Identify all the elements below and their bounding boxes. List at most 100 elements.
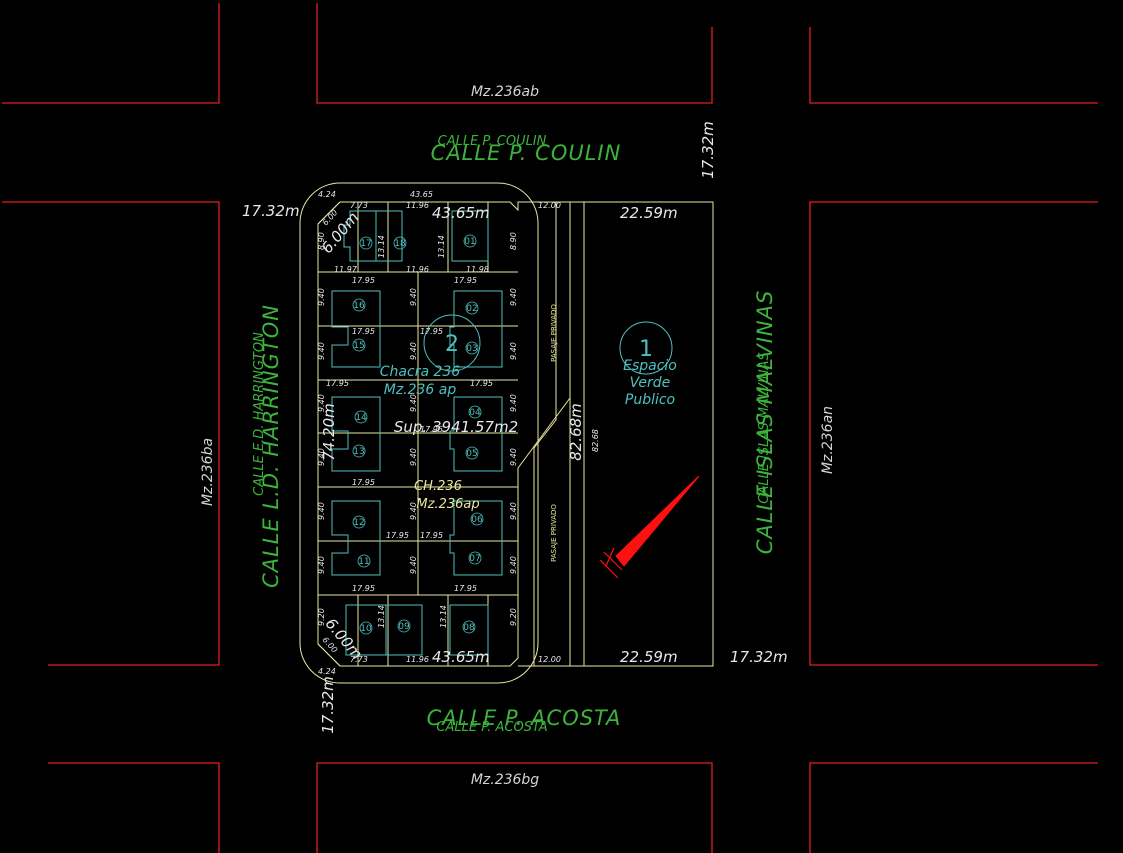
lot-marker-16 xyxy=(352,298,366,312)
dim-sw-vertical: 17.32m xyxy=(319,676,337,734)
sdim-row1-1198: 11.98 xyxy=(466,265,489,274)
lot-number-09: 09 xyxy=(398,622,410,632)
sdim-top-total: 43.65 xyxy=(410,190,433,199)
lot-number-11: 11 xyxy=(358,557,369,567)
block-outline-se xyxy=(809,762,1098,853)
dim-bottom-length: 43.65m xyxy=(432,648,490,666)
footprint-row7-c xyxy=(449,604,489,656)
street-west-small-label: CALLE E.D. HARRINGTON xyxy=(252,332,267,496)
lot-number-06: 06 xyxy=(471,515,483,525)
lot-number-10: 10 xyxy=(360,624,372,634)
sdim-v-940-l2: 9.40 xyxy=(317,342,326,360)
sdim-row5-m: 17.95 xyxy=(420,425,443,434)
footprint-r3 xyxy=(449,500,503,576)
lot-number-12: 12 xyxy=(353,518,364,528)
sdim-v-940-l5: 9.40 xyxy=(317,502,326,520)
sdim-v-920-l: 9.20 xyxy=(317,608,326,626)
sdim-v-940-m2: 9.40 xyxy=(409,342,418,360)
lot-marker-02 xyxy=(465,301,479,315)
footprint-l1 xyxy=(331,290,381,368)
sdim-v-1314-c: 13.14 xyxy=(377,605,386,628)
lot-number-15: 15 xyxy=(353,341,364,351)
sdim-v-890-r: 8.90 xyxy=(509,232,518,250)
sdim-top-1196a: 11.96 xyxy=(406,201,429,210)
footprint-l2 xyxy=(331,396,381,472)
lot-2-circle xyxy=(423,314,481,372)
sdim-v-940-l4: 9.40 xyxy=(317,448,326,466)
block-label-east: Mz.236an xyxy=(820,406,836,474)
footprint-r2 xyxy=(449,396,503,472)
dim-nw-top: 17.32m xyxy=(242,202,300,220)
lot-marker-13 xyxy=(352,444,366,458)
lot-marker-03 xyxy=(465,341,479,355)
footprint-l3 xyxy=(331,500,381,576)
lot-number-16: 16 xyxy=(353,301,365,311)
sdim-row8-r: 17.95 xyxy=(454,584,477,593)
lot-green-number: 1 xyxy=(639,337,653,362)
sdim-v-940-m3: 9.40 xyxy=(409,394,418,412)
sdim-v-940-m5: 9.40 xyxy=(409,502,418,520)
lot-number-02: 02 xyxy=(466,304,477,314)
block-label-west: Mz.236ba xyxy=(200,438,216,506)
sdim-corner-b-top: 7.73 xyxy=(350,201,368,210)
street-east-label: CALLE ISLAS MALVINAS xyxy=(753,290,777,555)
footprint-row7-b xyxy=(385,604,423,656)
sdim-v-940-l1: 9.40 xyxy=(317,288,326,306)
sdim-v-940-m6: 9.40 xyxy=(409,556,418,574)
sdim-v-940-l6: 9.40 xyxy=(317,556,326,574)
footprint-row1-c xyxy=(451,210,489,262)
sdim-corner-a-top: 4.24 xyxy=(318,190,336,199)
lot-number-01: 01 xyxy=(464,237,475,247)
dim-left-length: 74.20m xyxy=(320,403,338,461)
street-north-small-label: CALLE P. COULIN xyxy=(438,134,547,149)
sdim-v-920-r: 9.20 xyxy=(509,608,518,626)
sdim-v-1314-d: 13.14 xyxy=(439,605,448,628)
lot-marker-04 xyxy=(468,405,482,419)
lot-number-13: 13 xyxy=(353,447,364,457)
lot-marker-15 xyxy=(352,338,366,352)
green-space-line-2: Verde xyxy=(630,375,671,391)
sdim-v-940-r6: 9.40 xyxy=(509,556,518,574)
sdim-row3-r: 17.95 xyxy=(420,327,443,336)
lot-number-18: 18 xyxy=(394,239,406,249)
lot-main-number: 2 xyxy=(445,332,459,357)
sdim-v-940-r3: 9.40 xyxy=(509,394,518,412)
corner-line-nw xyxy=(317,201,341,225)
sdim-v-1314-b: 13.14 xyxy=(437,235,446,258)
street-south-label: CALLE P. ACOSTA xyxy=(427,706,622,730)
block-outline-w xyxy=(2,201,220,666)
surface-label: Sup. 3941.57m2 xyxy=(394,418,518,436)
north-arrow-tick-1 xyxy=(599,559,619,579)
sdim-v-940-r1: 9.40 xyxy=(509,288,518,306)
lot-marker-11 xyxy=(357,554,371,568)
pasaje-label-1: PASAJE PRIVADO xyxy=(550,304,558,362)
lot-number-04: 04 xyxy=(469,408,481,418)
sdim-bot-1200: 12.00 xyxy=(538,655,561,664)
street-west-label: CALLE L.D. HARRINGTON xyxy=(259,304,283,588)
sdim-v-890-l: 8.90 xyxy=(317,232,326,250)
sdim-row2-r: 17.95 xyxy=(454,276,477,285)
block-outline-s xyxy=(316,762,713,853)
surrounding-blocks xyxy=(2,3,1098,853)
sdim-v-940-m4: 9.40 xyxy=(409,448,418,466)
lot-marker-17 xyxy=(359,236,373,250)
dim-green-top: 22.59m xyxy=(620,204,678,222)
lot-numbers: 17 18 01 16 02 15 03 14 04 13 05 12 06 1… xyxy=(352,234,484,635)
north-arrow-icon xyxy=(615,475,700,567)
street-south-small-label: CALLE P. ACOSTA xyxy=(436,720,547,735)
lot-marker-10 xyxy=(359,621,373,635)
block-main-label: Mz.236 ap xyxy=(384,382,457,398)
lot-marker-12 xyxy=(352,515,366,529)
sdim-v-940-r2: 9.40 xyxy=(509,342,518,360)
block-outline-sw xyxy=(48,762,220,853)
chacra-short-label: CH.236 xyxy=(414,479,462,494)
sdim-row1-1197: 11.97 xyxy=(334,265,358,274)
pasaje-label-2: PASAJE PRIVADO xyxy=(550,504,558,562)
sdim-row7-r: 17.95 xyxy=(420,531,443,540)
block-short-label: Mz.236ap xyxy=(416,497,479,512)
passage-line-1 xyxy=(533,202,557,666)
sdim-v-940-m1: 9.40 xyxy=(409,288,418,306)
block-outline-nw xyxy=(2,3,220,104)
dim-top-length: 43.65m xyxy=(432,204,490,222)
